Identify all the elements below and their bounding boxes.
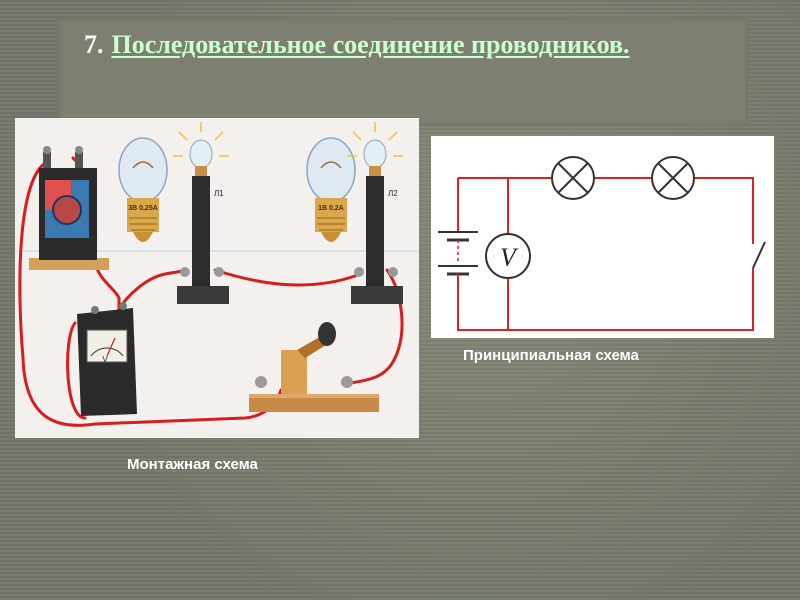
voltmeter-device: V [77, 302, 137, 416]
lamp-holder-2: Л2 [347, 122, 403, 304]
schematic-caption: Принципиальная схема [463, 347, 639, 364]
wire-bottom [457, 268, 754, 331]
bulb-1: 3В 0,25А [118, 137, 168, 242]
wire-lamp1-to-lamp2 [213, 268, 364, 287]
voltmeter-symbol: V [485, 233, 531, 279]
switch-symbol [752, 241, 766, 269]
title-text: Последовательное соединение проводников. [111, 30, 630, 59]
lamp-2-label: Л2 [388, 189, 398, 198]
wiring-diagram-caption: Монтажная схема [127, 456, 258, 473]
battery [29, 146, 109, 270]
lamp-1-label: Л1 [214, 189, 224, 198]
title-area [58, 18, 748, 126]
lamp-symbol-1 [551, 156, 595, 200]
voltmeter-device-symbol: V [102, 355, 108, 364]
title-number: 7. [84, 30, 104, 59]
wiring-diagram-illustration: 3В 0,25А Л1 1В 0,2А [15, 122, 419, 427]
wire-to-lamp1 [117, 268, 187, 312]
wire-voltmeter-return [66, 321, 87, 420]
schematic-diagram: V [438, 156, 766, 331]
knife-switch [249, 322, 379, 412]
battery-symbol [438, 231, 478, 286]
wiring-diagram-panel: 3В 0,25А Л1 1В 0,2А [15, 118, 419, 438]
lamp-holder-1: Л1 [173, 122, 229, 304]
bulb-2-marking: 1В 0,2А [318, 205, 344, 212]
schematic-panel: V [431, 136, 774, 338]
bulb-2: 1В 0,2А [306, 137, 356, 242]
slide-title: 7.Последовательное соединение проводнико… [84, 30, 744, 60]
voltmeter-symbol-letter: V [500, 243, 519, 272]
bulb-1-marking: 3В 0,25А [128, 205, 158, 212]
wire-top-right [694, 177, 754, 244]
schematic-wires [457, 177, 754, 331]
wire-battery-negative [18, 160, 283, 427]
lamp-symbol-2 [651, 156, 695, 200]
